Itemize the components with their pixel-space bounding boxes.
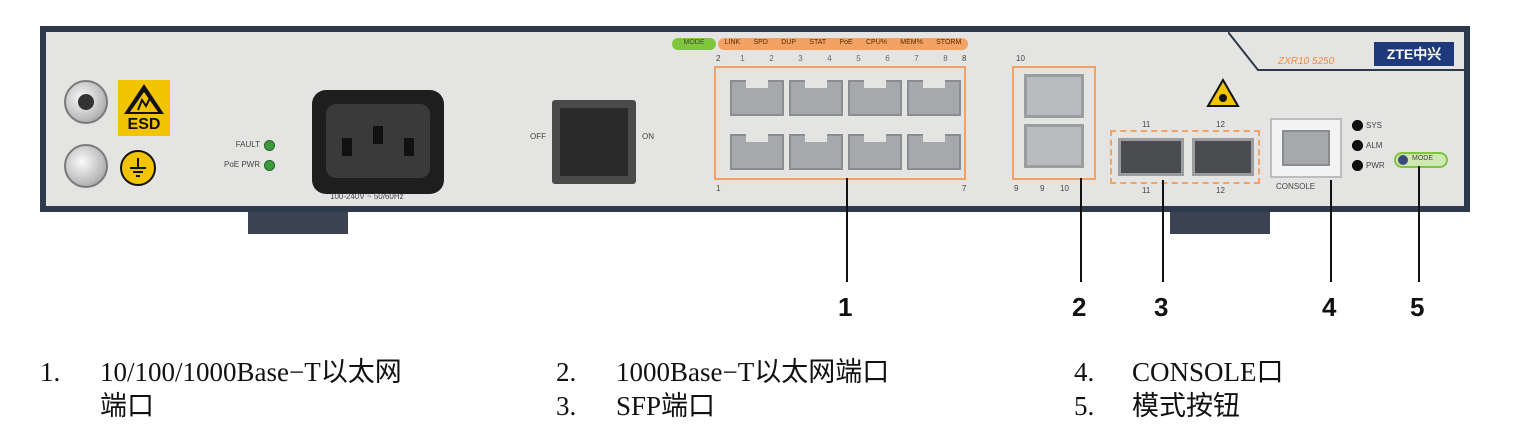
callout-line-2 — [1080, 178, 1082, 282]
sys-label: SYS — [1366, 121, 1383, 130]
fault-led — [264, 140, 275, 151]
led-index-9: 9 — [1040, 184, 1045, 193]
port-number-10: 10 — [1016, 54, 1025, 63]
status-mem: MEM% — [900, 39, 923, 46]
switch-on-label: ON — [642, 132, 654, 141]
led-index-10: 10 — [1060, 184, 1069, 193]
status-dup: DUP — [781, 39, 796, 46]
callout-number-2: 2 — [1072, 292, 1087, 322]
port-number-11: 11 — [1142, 120, 1151, 129]
rj45-port-6[interactable] — [848, 80, 902, 116]
right-foot — [1170, 212, 1270, 234]
status-poe: PoE — [839, 39, 853, 46]
power-switch[interactable] — [552, 100, 636, 184]
ground-screw-bottom — [64, 144, 108, 188]
status-stat: STAT — [809, 39, 827, 46]
legend-item-4: CONSOLE口 — [1132, 357, 1284, 387]
sfp-ports-group — [1110, 130, 1260, 184]
rj45-port-4[interactable] — [789, 80, 843, 116]
rj45-port-2[interactable] — [730, 80, 784, 116]
mode-indicator-pill: MODE — [672, 38, 716, 50]
callout-line-1 — [846, 178, 848, 282]
power-rating: 100-240V ~ 50/60Hz — [330, 192, 404, 201]
legend-item-3: SFP端口 — [616, 391, 716, 421]
sfp-port-11[interactable] — [1118, 138, 1184, 176]
model-name: ZXR10 5250 — [1278, 56, 1335, 67]
rj45-port-3[interactable] — [789, 134, 843, 170]
left-foot — [248, 212, 348, 234]
rj45-port-10[interactable] — [1024, 74, 1084, 118]
alm-label: ALM — [1366, 141, 1383, 150]
led-index-11: 11 — [1142, 186, 1151, 195]
device-front-panel — [40, 26, 1470, 212]
callout-number-4: 4 — [1322, 292, 1337, 322]
poe-pwr-led — [264, 160, 275, 171]
callout-number-3: 3 — [1154, 292, 1169, 322]
legend-item-1-num: 1. — [40, 357, 61, 387]
legend-item-2: 1000Base−T以太网端口 — [616, 357, 890, 387]
status-cpu: CPU% — [865, 39, 887, 46]
port-number-8: 8 — [962, 54, 967, 63]
port-number-12: 12 — [1216, 120, 1225, 129]
ground-screw-top — [64, 80, 108, 124]
poe-pwr-label: PoE PWR — [223, 160, 260, 169]
led-index-12: 12 — [1216, 186, 1225, 195]
legend-item-2-num: 2. — [556, 357, 577, 387]
fault-label: FAULT — [235, 140, 260, 149]
rj45-port-9[interactable] — [1024, 124, 1084, 168]
port-number-2: 2 — [716, 54, 721, 63]
zte-logo: ZTE中兴 — [1374, 42, 1454, 66]
laser-warning-icon — [1206, 77, 1240, 108]
legend-item-1-line1: 10/100/1000Base−T以太网 — [100, 357, 402, 387]
port-number-9: 9 — [1014, 184, 1019, 193]
ethernet-ports-1-8-group — [714, 66, 966, 180]
callout-line-5 — [1418, 166, 1420, 282]
ground-symbol-icon — [120, 150, 156, 186]
sfp-port-12[interactable] — [1192, 138, 1254, 176]
legend-item-1-line2: 端口 — [100, 391, 154, 421]
esd-warning-icon: ESD — [118, 80, 170, 136]
status-labels-strip: LINK SPD DUP STAT PoE CPU% MEM% STORM — [718, 38, 968, 50]
rj45-port-8[interactable] — [907, 80, 961, 116]
mode-button[interactable]: MODE — [1394, 152, 1448, 168]
legend-item-4-num: 4. — [1074, 357, 1095, 387]
status-spd: SPD — [753, 39, 768, 46]
port-number-7: 7 — [962, 184, 967, 193]
callout-number-1: 1 — [838, 292, 853, 322]
switch-off-label: OFF — [530, 132, 546, 141]
legend-item-5-num: 5. — [1074, 391, 1095, 421]
port-number-1: 1 — [716, 184, 721, 193]
ethernet-ports-9-10-group — [1012, 66, 1096, 180]
pwr-led — [1352, 160, 1363, 171]
status-storm: STORM — [936, 39, 962, 46]
esd-label: ESD — [127, 116, 161, 133]
brand-area — [1228, 32, 1464, 76]
console-port[interactable] — [1270, 118, 1342, 178]
pwr-label: PWR — [1366, 161, 1385, 170]
callout-line-3 — [1162, 180, 1164, 282]
status-link: LINK — [724, 39, 741, 46]
rj45-port-7[interactable] — [907, 134, 961, 170]
sys-led — [1352, 120, 1363, 131]
legend-item-3-num: 3. — [556, 391, 577, 421]
alm-led — [1352, 140, 1363, 151]
callout-line-4 — [1330, 180, 1332, 282]
console-label: CONSOLE — [1276, 182, 1316, 191]
legend-item-5: 模式按钮 — [1132, 391, 1240, 421]
rj45-port-5[interactable] — [848, 134, 902, 170]
power-inlet — [312, 90, 444, 194]
rj45-port-1[interactable] — [730, 134, 784, 170]
callout-number-5: 5 — [1410, 292, 1425, 322]
